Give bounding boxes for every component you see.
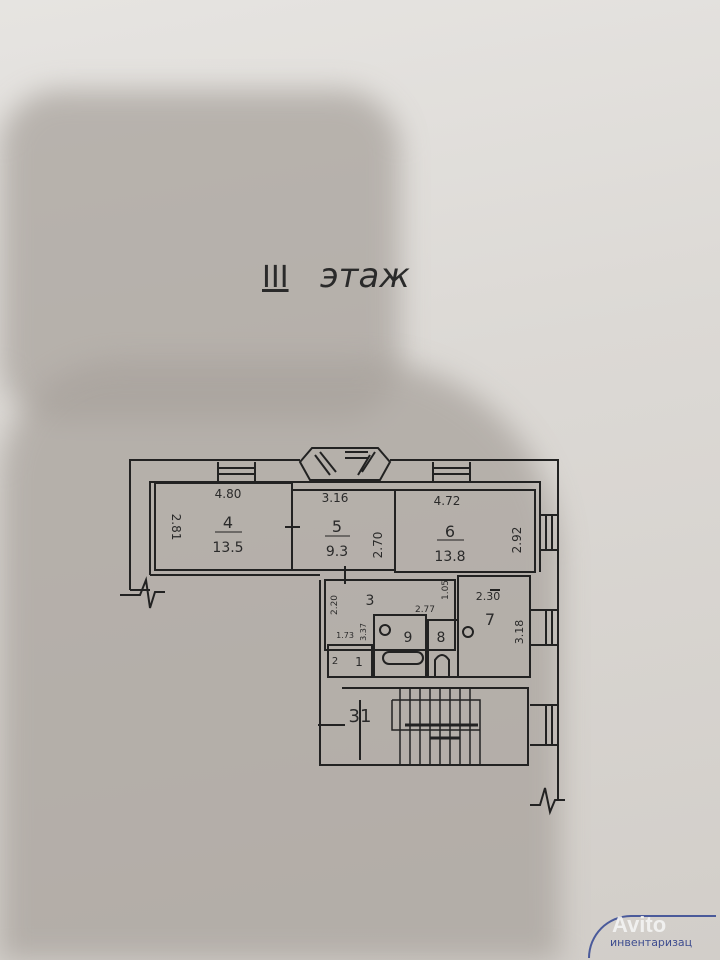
avito-watermark: Avito bbox=[612, 912, 667, 937]
sink bbox=[379, 624, 391, 636]
room-2-number: 2 bbox=[332, 656, 338, 667]
room-6-depth: 2.92 bbox=[510, 527, 524, 554]
room-1-number: 1 bbox=[355, 655, 363, 669]
room-8 bbox=[427, 619, 459, 678]
room-8-width: 1.05 bbox=[441, 580, 451, 600]
staircase bbox=[391, 688, 481, 765]
room-31-number: 31 bbox=[349, 706, 372, 727]
room-6 bbox=[394, 489, 536, 573]
room-5-width: 3.16 bbox=[322, 491, 349, 505]
toilet bbox=[434, 654, 450, 677]
window bbox=[217, 462, 256, 482]
floor-word: этаж bbox=[320, 256, 410, 296]
bathtub bbox=[382, 651, 424, 665]
room-6-width: 4.72 bbox=[434, 494, 461, 508]
window bbox=[530, 609, 558, 646]
room-5-area: 9.3 bbox=[326, 544, 348, 560]
sink bbox=[462, 626, 474, 638]
room-8-number: 8 bbox=[437, 630, 446, 646]
title: III этаж bbox=[262, 256, 410, 296]
room-3 bbox=[324, 579, 456, 651]
room-3-dim-c: 3.37 bbox=[359, 623, 368, 641]
room-3-dim-b: 1.73 bbox=[336, 631, 354, 640]
room-6-number: 6 bbox=[445, 522, 455, 541]
room-4-area: 13.5 bbox=[212, 540, 243, 556]
break-line-left bbox=[120, 576, 165, 609]
bay-window bbox=[298, 447, 392, 481]
room-5-number: 5 bbox=[332, 517, 342, 536]
floor-roman-numeral: III bbox=[262, 260, 289, 295]
room-9-number: 9 bbox=[404, 630, 413, 646]
break-line-right bbox=[530, 787, 565, 816]
stamp-text: инвентаризац bbox=[610, 936, 693, 949]
room-7-depth: 3.18 bbox=[513, 620, 526, 645]
walls bbox=[120, 447, 565, 816]
room-7-number: 7 bbox=[485, 610, 495, 629]
room-4-number: 4 bbox=[223, 513, 233, 532]
room-1 bbox=[327, 644, 373, 678]
window bbox=[540, 514, 558, 551]
room-6-area: 13.8 bbox=[434, 549, 465, 565]
room-7-width: 2.30 bbox=[476, 590, 501, 603]
room-3-number: 3 bbox=[366, 593, 375, 609]
window bbox=[432, 462, 471, 482]
room-9-width: 2.77 bbox=[415, 605, 435, 615]
window bbox=[530, 704, 558, 746]
room-4-width: 4.80 bbox=[215, 487, 242, 501]
room-5-depth: 2.70 bbox=[371, 532, 385, 559]
room-9 bbox=[373, 614, 427, 678]
room-3-dim-a: 2.20 bbox=[330, 595, 340, 615]
room-4-depth: 2.81 bbox=[169, 514, 183, 541]
